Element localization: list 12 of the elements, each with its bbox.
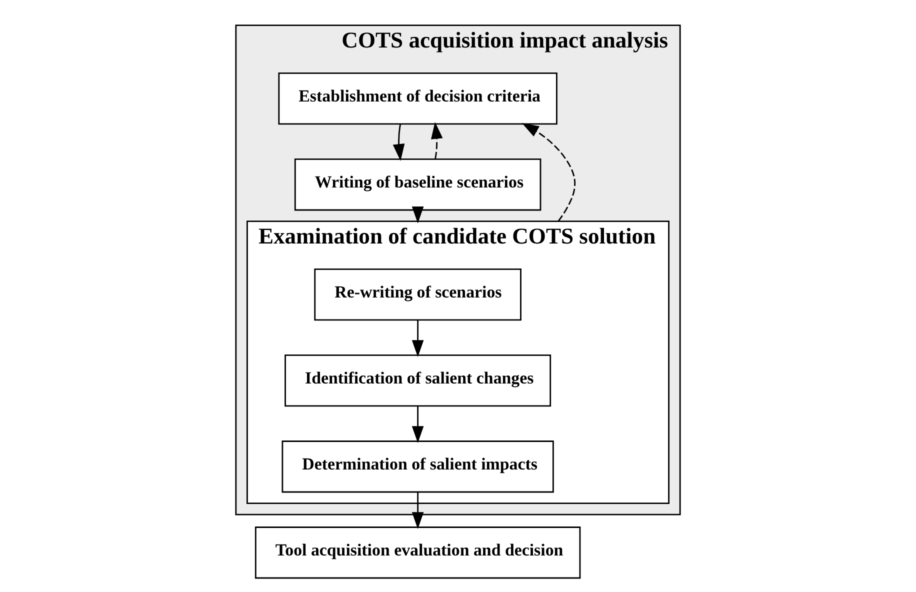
node-box: Re-writing of scenarios (314, 268, 522, 321)
arrow (430, 122, 443, 160)
arrow (412, 492, 424, 530)
arrow (412, 206, 424, 224)
node-box: Tool acquisition evaluation and decision (254, 526, 581, 579)
node-box: Establishment of decision criteria (278, 72, 558, 125)
arrow (412, 406, 424, 444)
arrow (392, 124, 405, 162)
arrow (412, 320, 424, 358)
node-box: Identification of salient changes (284, 354, 552, 407)
arrow (522, 123, 576, 222)
node-box: Determination of salient impacts (282, 440, 554, 493)
